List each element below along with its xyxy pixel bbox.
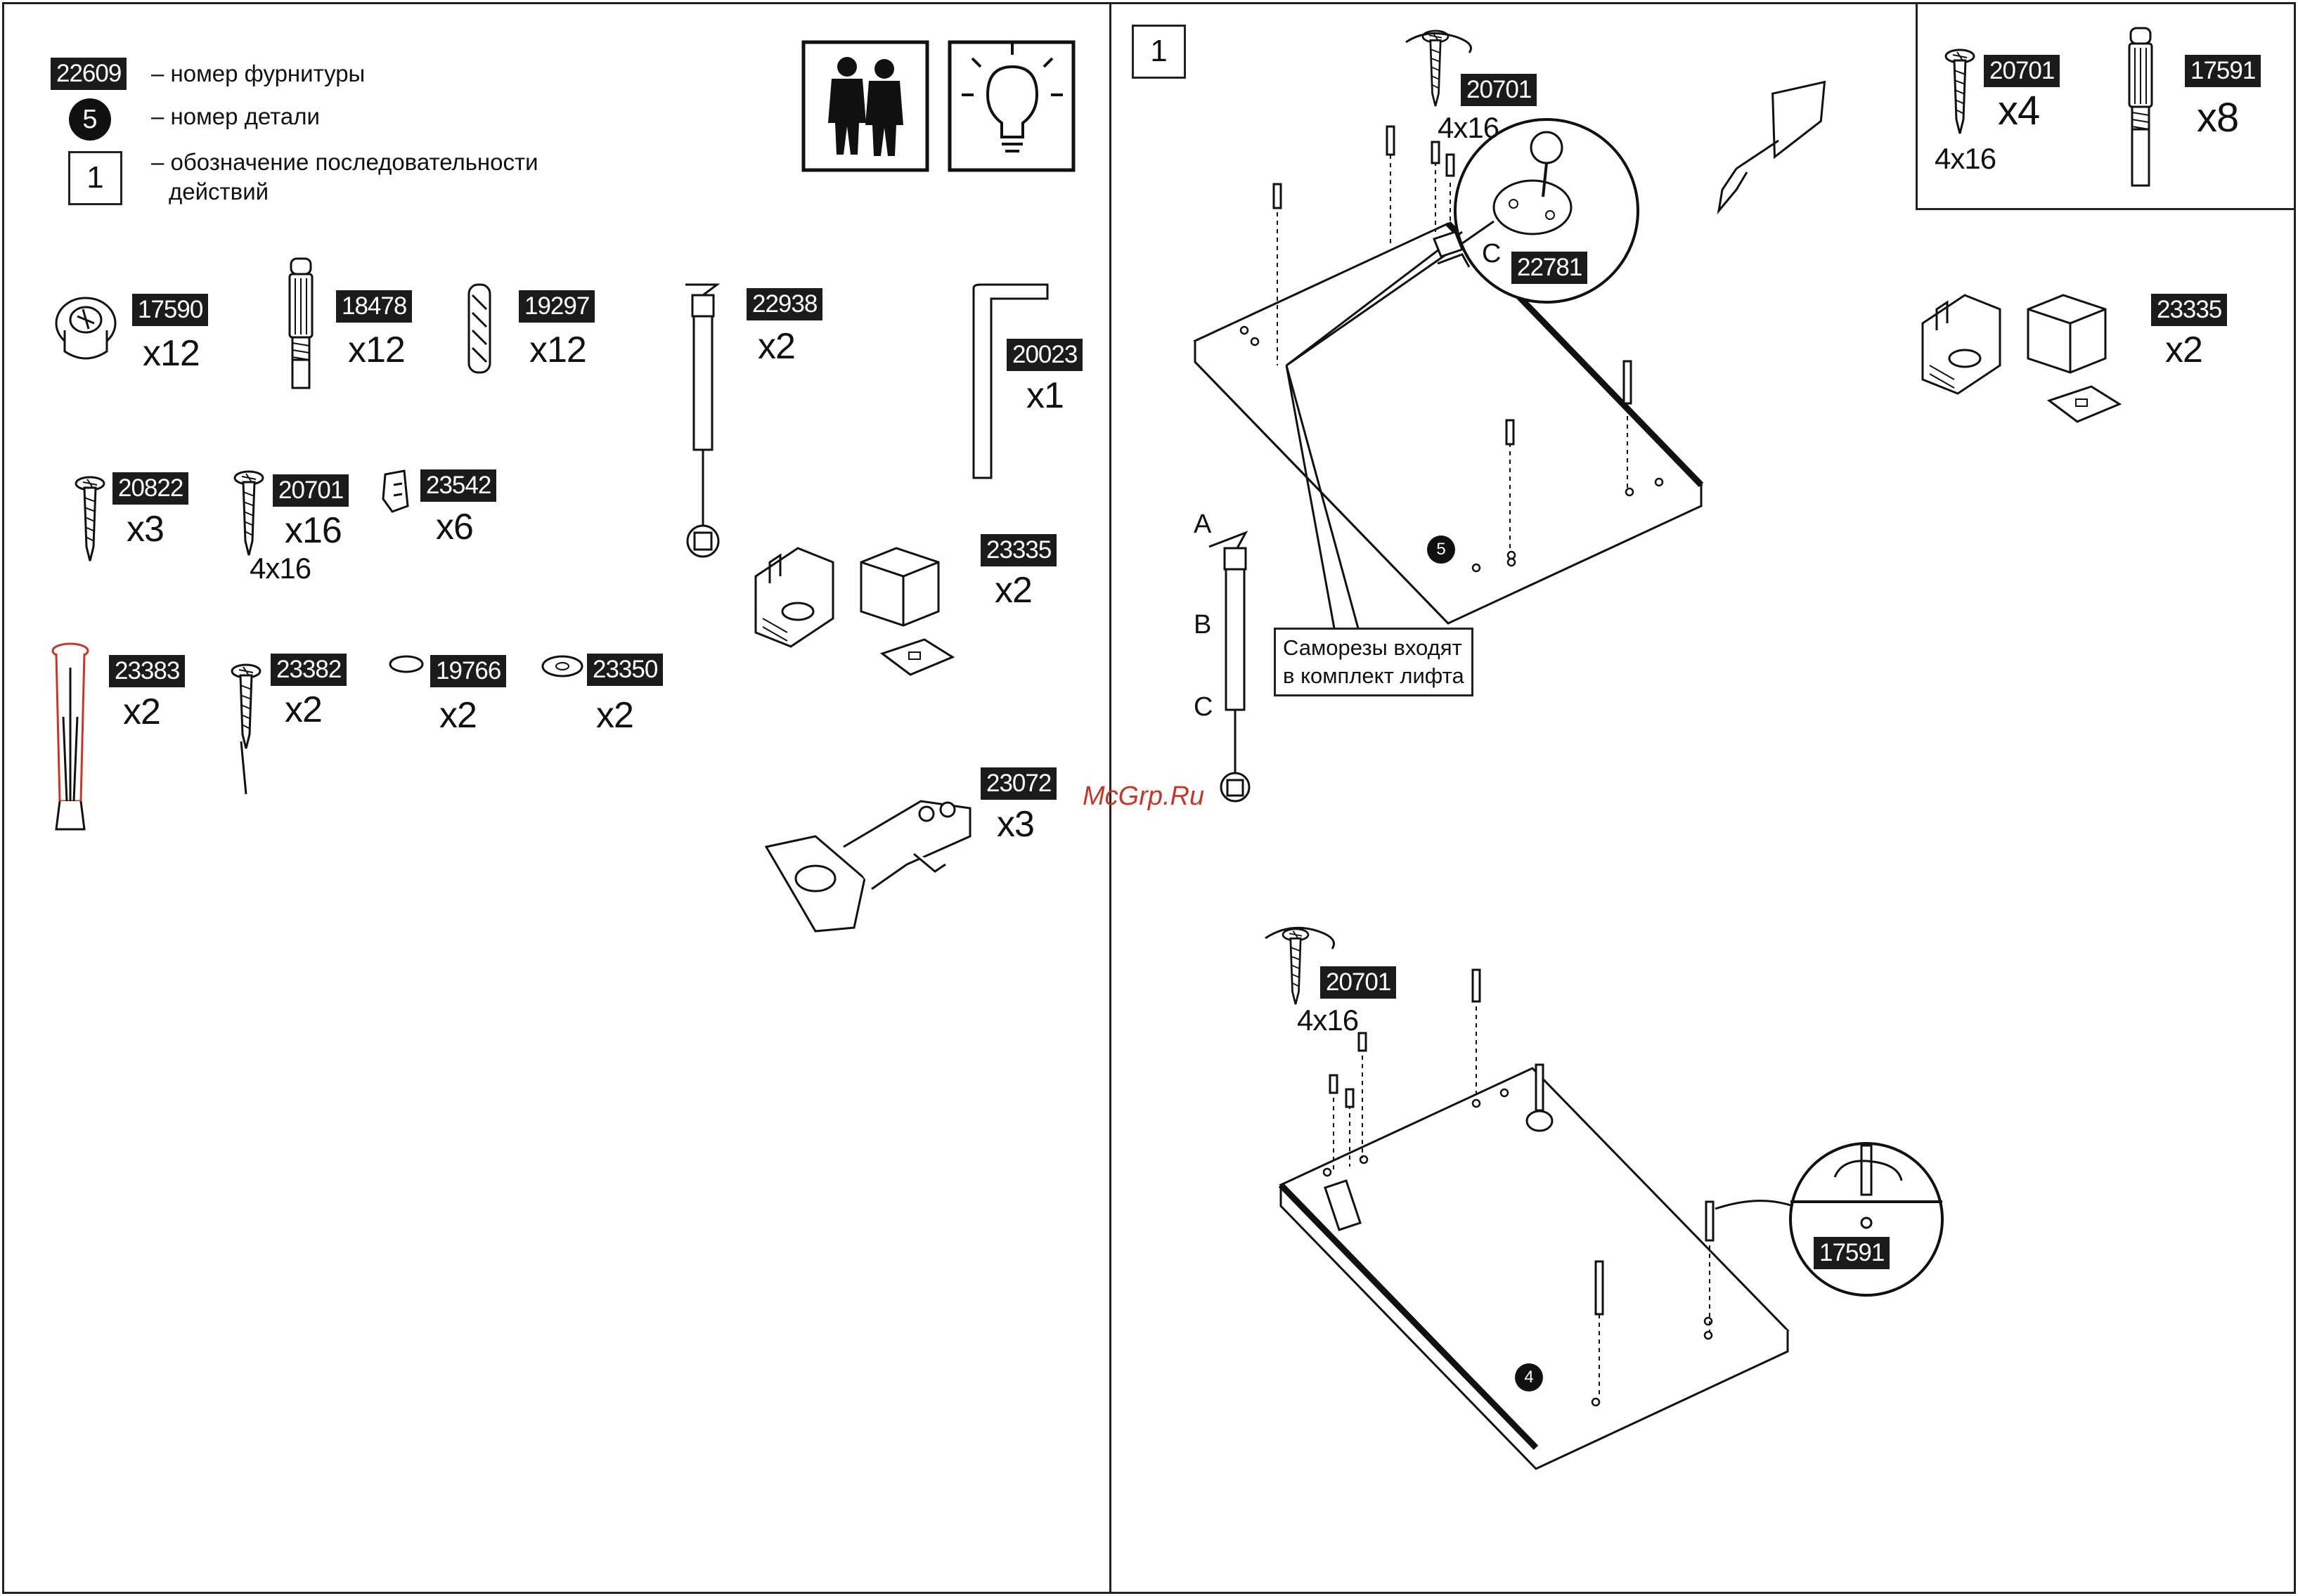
- detail-letter: C: [1482, 239, 1502, 268]
- hardware-code-19766: 19766: [430, 655, 507, 687]
- part-number-4: 4: [1515, 1363, 1543, 1391]
- legend-hardware-code: 22609: [51, 58, 127, 90]
- cam-lock-17590: [55, 297, 117, 360]
- hardware-qty-17590: x12: [143, 333, 200, 374]
- top-screw-20701: [1421, 30, 1450, 108]
- bottom-detail-code-17591: 17591: [1814, 1237, 1890, 1269]
- hardware-qty-23382: x2: [285, 689, 323, 730]
- legend-part-number: 5: [69, 98, 111, 141]
- bracket-code-right: 23335: [2151, 294, 2228, 326]
- hardware-qty-23072: x3: [997, 804, 1035, 845]
- part-number-5: 5: [1427, 536, 1455, 564]
- summary-screw-20701: [1944, 48, 1975, 135]
- hardware-code-20822: 20822: [112, 472, 189, 505]
- legend-part-text: – номер детали: [151, 103, 320, 129]
- step-number: 1: [1132, 25, 1186, 79]
- right-page-frame: [1109, 2, 2296, 1594]
- hardware-code-23382: 23382: [271, 654, 347, 686]
- summary-size-20701: 4x16: [1935, 142, 1996, 175]
- bottom-screw-20701: [1282, 928, 1310, 1006]
- hardware-code-18478: 18478: [336, 290, 413, 323]
- panel-5: [1193, 221, 1704, 625]
- lift-letter-c: C: [1194, 692, 1213, 722]
- hardware-qty-22938: x2: [758, 326, 796, 367]
- legend-hardware-text: – номер фурнитуры: [151, 60, 366, 86]
- legend-step-text-2: действий: [169, 179, 269, 205]
- lift-letter-a: A: [1194, 510, 1212, 539]
- hardware-size-20701: 4x16: [250, 552, 311, 585]
- hardware-code-20701: 20701: [273, 474, 349, 507]
- hardware-code-23335: 23335: [981, 534, 1057, 566]
- summary-qty-17591: x8: [2197, 95, 2239, 141]
- gas-lift-right: [1208, 531, 1251, 803]
- screw-23382: [231, 663, 262, 795]
- two-people-icon: [801, 40, 929, 172]
- summary-bolt-17591: [2128, 27, 2153, 187]
- hardware-code-23383: 23383: [109, 655, 186, 687]
- summary-code-17591: 17591: [2185, 55, 2261, 87]
- watermark: McGrp.Ru: [1083, 781, 1205, 811]
- summary-qty-20701: x4: [1998, 88, 2040, 134]
- lift-screws-note: Саморезы входят в комплект лифта: [1274, 628, 1473, 696]
- hardware-qty-20822: x3: [127, 509, 164, 550]
- cam-bolt-18478: [288, 257, 314, 389]
- hardware-qty-23383: x2: [123, 692, 161, 732]
- bottom-screw-size: 4x16: [1297, 1004, 1359, 1037]
- legend-step-number: 1: [68, 151, 122, 205]
- allen-key-20023: [972, 283, 1049, 479]
- gas-lift-22938: [685, 283, 721, 558]
- lift-letter-b: B: [1194, 610, 1212, 640]
- hardware-qty-19297: x12: [529, 330, 587, 370]
- anchor-23383: [51, 642, 89, 831]
- hinge-23072: [764, 800, 972, 933]
- bracket-qty-right: x2: [2165, 330, 2203, 370]
- lightbulb-icon: [948, 40, 1076, 172]
- hardware-qty-18478: x12: [348, 330, 406, 370]
- top-screw-size: 4x16: [1438, 111, 1499, 144]
- screwdriver-icon: [1717, 80, 1826, 215]
- bottom-screw-code: 20701: [1320, 966, 1397, 999]
- bracket-23335-left: [754, 547, 954, 676]
- hardware-code-17590: 17590: [132, 294, 209, 326]
- hardware-qty-20701: x16: [285, 510, 342, 551]
- bracket-23335-right: [1921, 294, 2121, 423]
- hardware-code-23072: 23072: [981, 767, 1057, 800]
- hardware-qty-23335: x2: [995, 570, 1033, 611]
- note-line-2: в комплект лифта: [1283, 663, 1464, 688]
- hardware-qty-23350: x2: [596, 695, 634, 736]
- hardware-code-23542: 23542: [420, 469, 497, 502]
- summary-code-20701: 20701: [1984, 55, 2060, 87]
- screw-20701: [233, 470, 264, 557]
- hardware-qty-23542: x6: [436, 507, 474, 547]
- hardware-code-20023: 20023: [1007, 339, 1083, 371]
- summary-box: [1916, 2, 2296, 210]
- screw-20822: [75, 476, 105, 562]
- hardware-code-19297: 19297: [519, 290, 595, 323]
- legend-step-text-1: – обозначение последовательности: [151, 149, 538, 175]
- note-line-1: Саморезы входят: [1283, 635, 1462, 660]
- detail-code-22781: 22781: [1511, 252, 1588, 284]
- dowel-19297: [467, 283, 491, 374]
- hardware-qty-20023: x1: [1026, 375, 1064, 416]
- shelf-support-23542: [382, 469, 409, 513]
- panel-4: [1278, 1067, 1790, 1470]
- hardware-qty-19766: x2: [439, 695, 477, 736]
- hardware-code-23350: 23350: [587, 654, 664, 686]
- top-screw-code: 20701: [1461, 74, 1537, 106]
- washer-19766: [389, 655, 424, 673]
- hardware-code-22938: 22938: [747, 288, 823, 320]
